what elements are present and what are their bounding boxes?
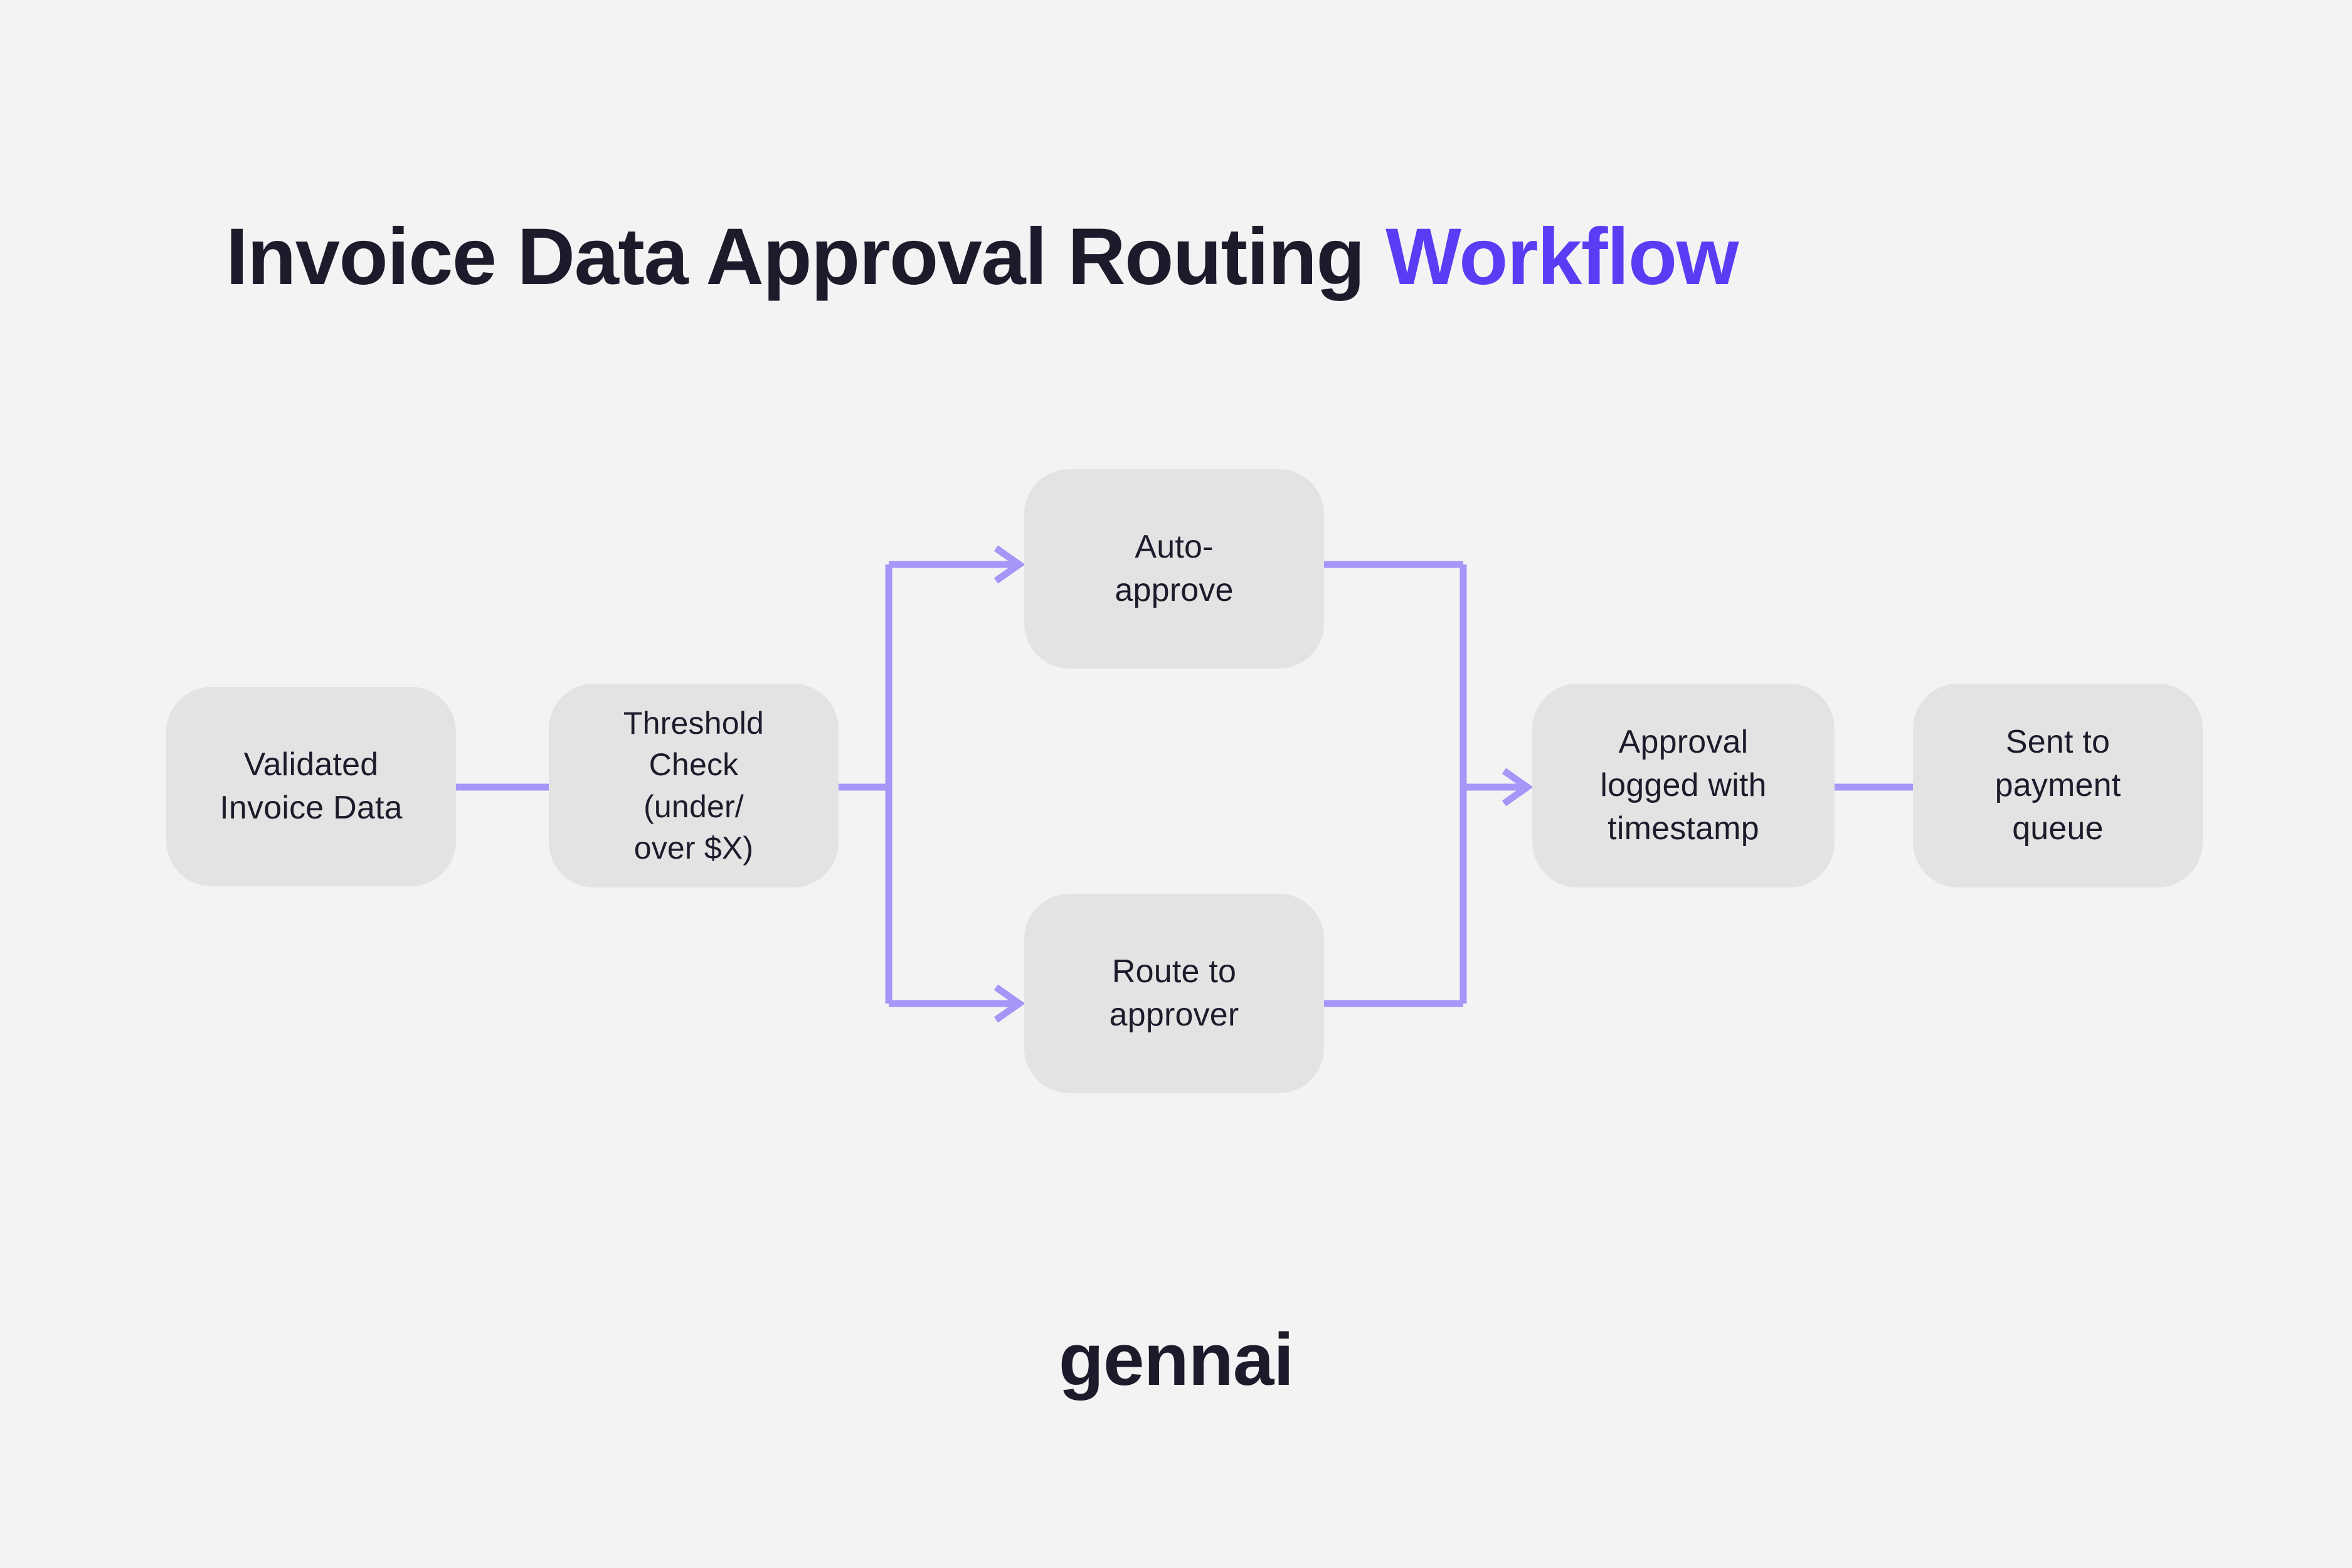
arrowhead-auto-approve <box>993 545 1025 584</box>
node-sent-to-payment-queue[interactable]: Sent to payment queue <box>1913 684 2203 887</box>
node-validated-invoice-data[interactable]: Validated Invoice Data <box>166 687 456 886</box>
arrowhead-approval-logged <box>1502 768 1534 807</box>
node-route-to-approver[interactable]: Route to approver <box>1024 894 1324 1093</box>
brand-logo: gennai <box>1058 1318 1294 1401</box>
node-label: Validated Invoice Data <box>220 746 403 826</box>
node-label: Approval logged with timestamp <box>1600 723 1767 847</box>
node-auto-approve[interactable]: Auto- approve <box>1024 469 1324 669</box>
node-approval-logged[interactable]: Approval logged with timestamp <box>1532 684 1835 887</box>
node-label: Auto- approve <box>1115 528 1234 608</box>
page-title: Invoice Data Approval Routing Workflow <box>226 211 1739 303</box>
node-label: Threshold Check (under/ over $X) <box>623 705 765 866</box>
node-label: Sent to payment queue <box>1994 723 2121 847</box>
arrowhead-route-approver <box>993 984 1025 1023</box>
node-threshold-check[interactable]: Threshold Check (under/ over $X) <box>549 684 839 887</box>
page-title-lead: Invoice Data Approval Routing <box>226 211 1386 302</box>
node-label: Route to approver <box>1109 953 1239 1033</box>
page-title-accent: Workflow <box>1385 211 1739 302</box>
